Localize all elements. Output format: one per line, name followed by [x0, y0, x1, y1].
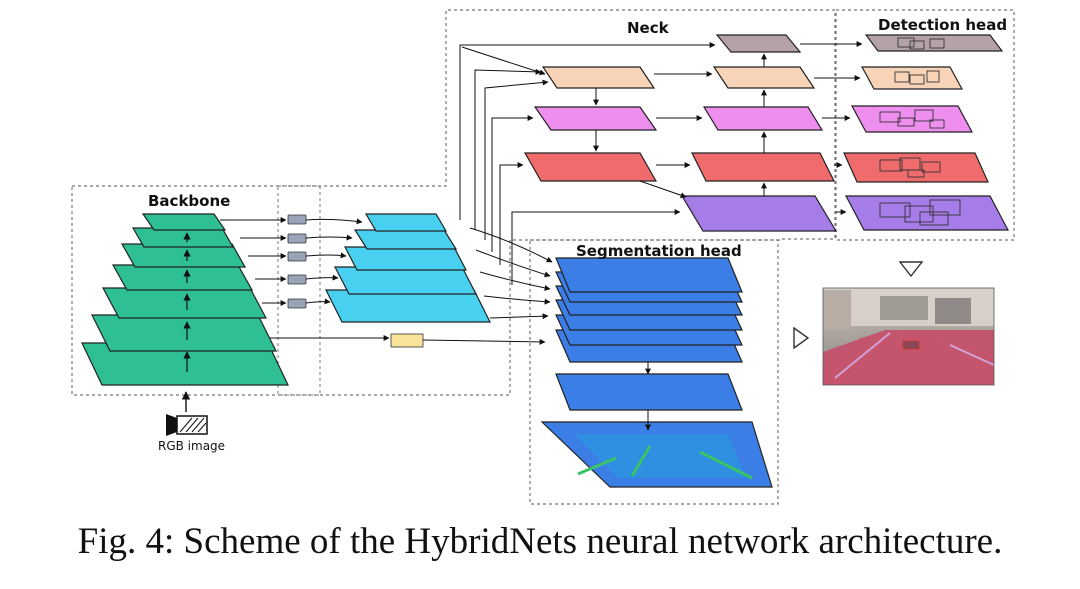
backbone-layers: [81, 213, 289, 386]
seg-output-mask: [574, 434, 746, 478]
detection-bboxes: [879, 37, 961, 226]
neck-layer-top: [715, 34, 802, 53]
camera-icon: [166, 414, 208, 436]
backbone-layer: [111, 264, 254, 291]
neck-arrows: [422, 41, 863, 345]
bifpn-layer: [364, 213, 448, 232]
neck-layer-peach: [541, 66, 656, 89]
segmentation-head-label: Segmentation head: [576, 242, 742, 260]
detection-layer: [850, 105, 974, 133]
backbone-layer: [131, 227, 235, 248]
neck-layers: [523, 34, 838, 232]
output-arrow-down-icon: [898, 261, 924, 278]
seg-layer-mid: [555, 373, 743, 411]
bifpn-layers: [325, 213, 491, 323]
bifpn-layer: [325, 289, 491, 323]
backbone-layer: [102, 287, 267, 319]
output-arrow-right-icon: [793, 326, 810, 350]
segmentation-layers: [540, 257, 773, 488]
detection-layers: [843, 34, 1009, 231]
seg-layer: [555, 257, 743, 293]
backbone-layer: [141, 213, 227, 231]
neck-layer-red: [691, 152, 835, 182]
detection-head-label: Detection head: [878, 16, 1007, 34]
figure-caption: Fig. 4: Scheme of the HybridNets neural …: [77, 521, 1003, 562]
neck-label: Neck: [627, 19, 670, 37]
backbone-to-neck-arrows: [220, 217, 390, 341]
bifpn-blocks: [287, 214, 307, 309]
bifpn-layer: [334, 266, 477, 295]
backbone-label: Backbone: [148, 192, 230, 210]
detection-layer: [860, 66, 964, 90]
detection-layer: [845, 195, 1009, 231]
bifpn-layer: [353, 229, 458, 250]
neck-layer-pink: [702, 106, 824, 131]
outline-bifpn: [277, 185, 321, 396]
neck-layer-red: [523, 152, 658, 182]
architecture-diagram: Backbone RGB image: [71, 9, 1015, 505]
output-image: [822, 287, 995, 386]
detection-layer: [864, 34, 1004, 52]
neck-layer-pink: [533, 106, 658, 131]
outline-backbone: [71, 9, 836, 396]
yellow-block: [390, 333, 424, 348]
seg-lane-lines: [577, 445, 753, 480]
input-label: RGB image: [158, 439, 225, 453]
neck-layer-peach: [712, 66, 816, 89]
outline-segmentation-head: [529, 239, 779, 505]
neck-layer-purple: [680, 195, 838, 232]
bifpn-layer: [344, 246, 467, 271]
backbone-layer: [91, 314, 277, 352]
detection-layer: [843, 152, 989, 183]
